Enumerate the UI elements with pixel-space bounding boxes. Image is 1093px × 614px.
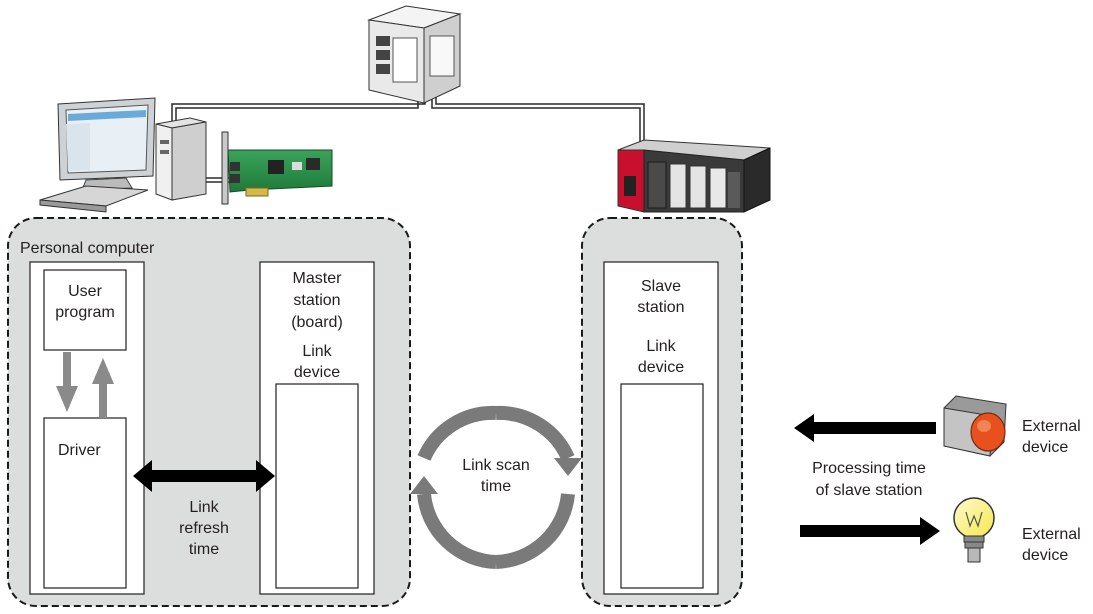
- external-input-line2: device: [1022, 439, 1069, 456]
- link-scan-line2: time: [480, 478, 512, 495]
- link-scan-cycle: [410, 405, 582, 569]
- output-arrow: [800, 517, 940, 545]
- external-input-line1: External: [1022, 418, 1081, 435]
- switching-hub-icon: [367, 5, 462, 104]
- personal-computer-icon: [39, 97, 207, 213]
- master-link-device-line1: Link: [302, 343, 332, 360]
- plc-slave-icon: [617, 139, 771, 213]
- user-program-label-line1: User: [68, 283, 102, 300]
- data-exchange-arrows: [56, 352, 114, 418]
- user-program-label-line2: program: [55, 304, 115, 321]
- master-link-device-line2: device: [293, 364, 341, 381]
- lamp-icon: [953, 497, 995, 563]
- push-button-icon: [943, 395, 1007, 457]
- slave-link-device-box: [620, 383, 704, 589]
- link-refresh-line3: time: [188, 541, 220, 558]
- processing-time-line2: of slave station: [815, 482, 923, 499]
- slave-station-line1: Slave: [640, 278, 682, 295]
- up-arrow: [92, 358, 114, 418]
- network-board-icon: [221, 131, 333, 205]
- user-program-box: [43, 269, 127, 351]
- processing-time-line1: Processing time: [812, 460, 926, 477]
- driver-label: Driver: [58, 442, 101, 459]
- slave-link-device-line1: Link: [646, 338, 676, 355]
- master-station-line2: station: [293, 292, 341, 309]
- down-arrow: [56, 352, 78, 412]
- master-link-device-box: [275, 383, 359, 589]
- slave-station-line2: station: [637, 299, 685, 316]
- driver-box: [43, 417, 127, 589]
- external-output-line1: External: [1022, 526, 1081, 543]
- input-arrow: [794, 414, 936, 442]
- link-scan-line1: Link scan: [462, 457, 530, 474]
- slave-link-device-line2: device: [637, 359, 685, 376]
- external-output-line2: device: [1022, 547, 1069, 564]
- pc-area-title: Personal computer: [20, 240, 155, 257]
- link-refresh-arrow: [133, 460, 275, 492]
- link-refresh-line2: refresh: [179, 520, 229, 537]
- master-station-line1: Master: [292, 270, 342, 287]
- master-station-line3: (board): [291, 314, 343, 331]
- link-refresh-line1: Link: [189, 499, 219, 516]
